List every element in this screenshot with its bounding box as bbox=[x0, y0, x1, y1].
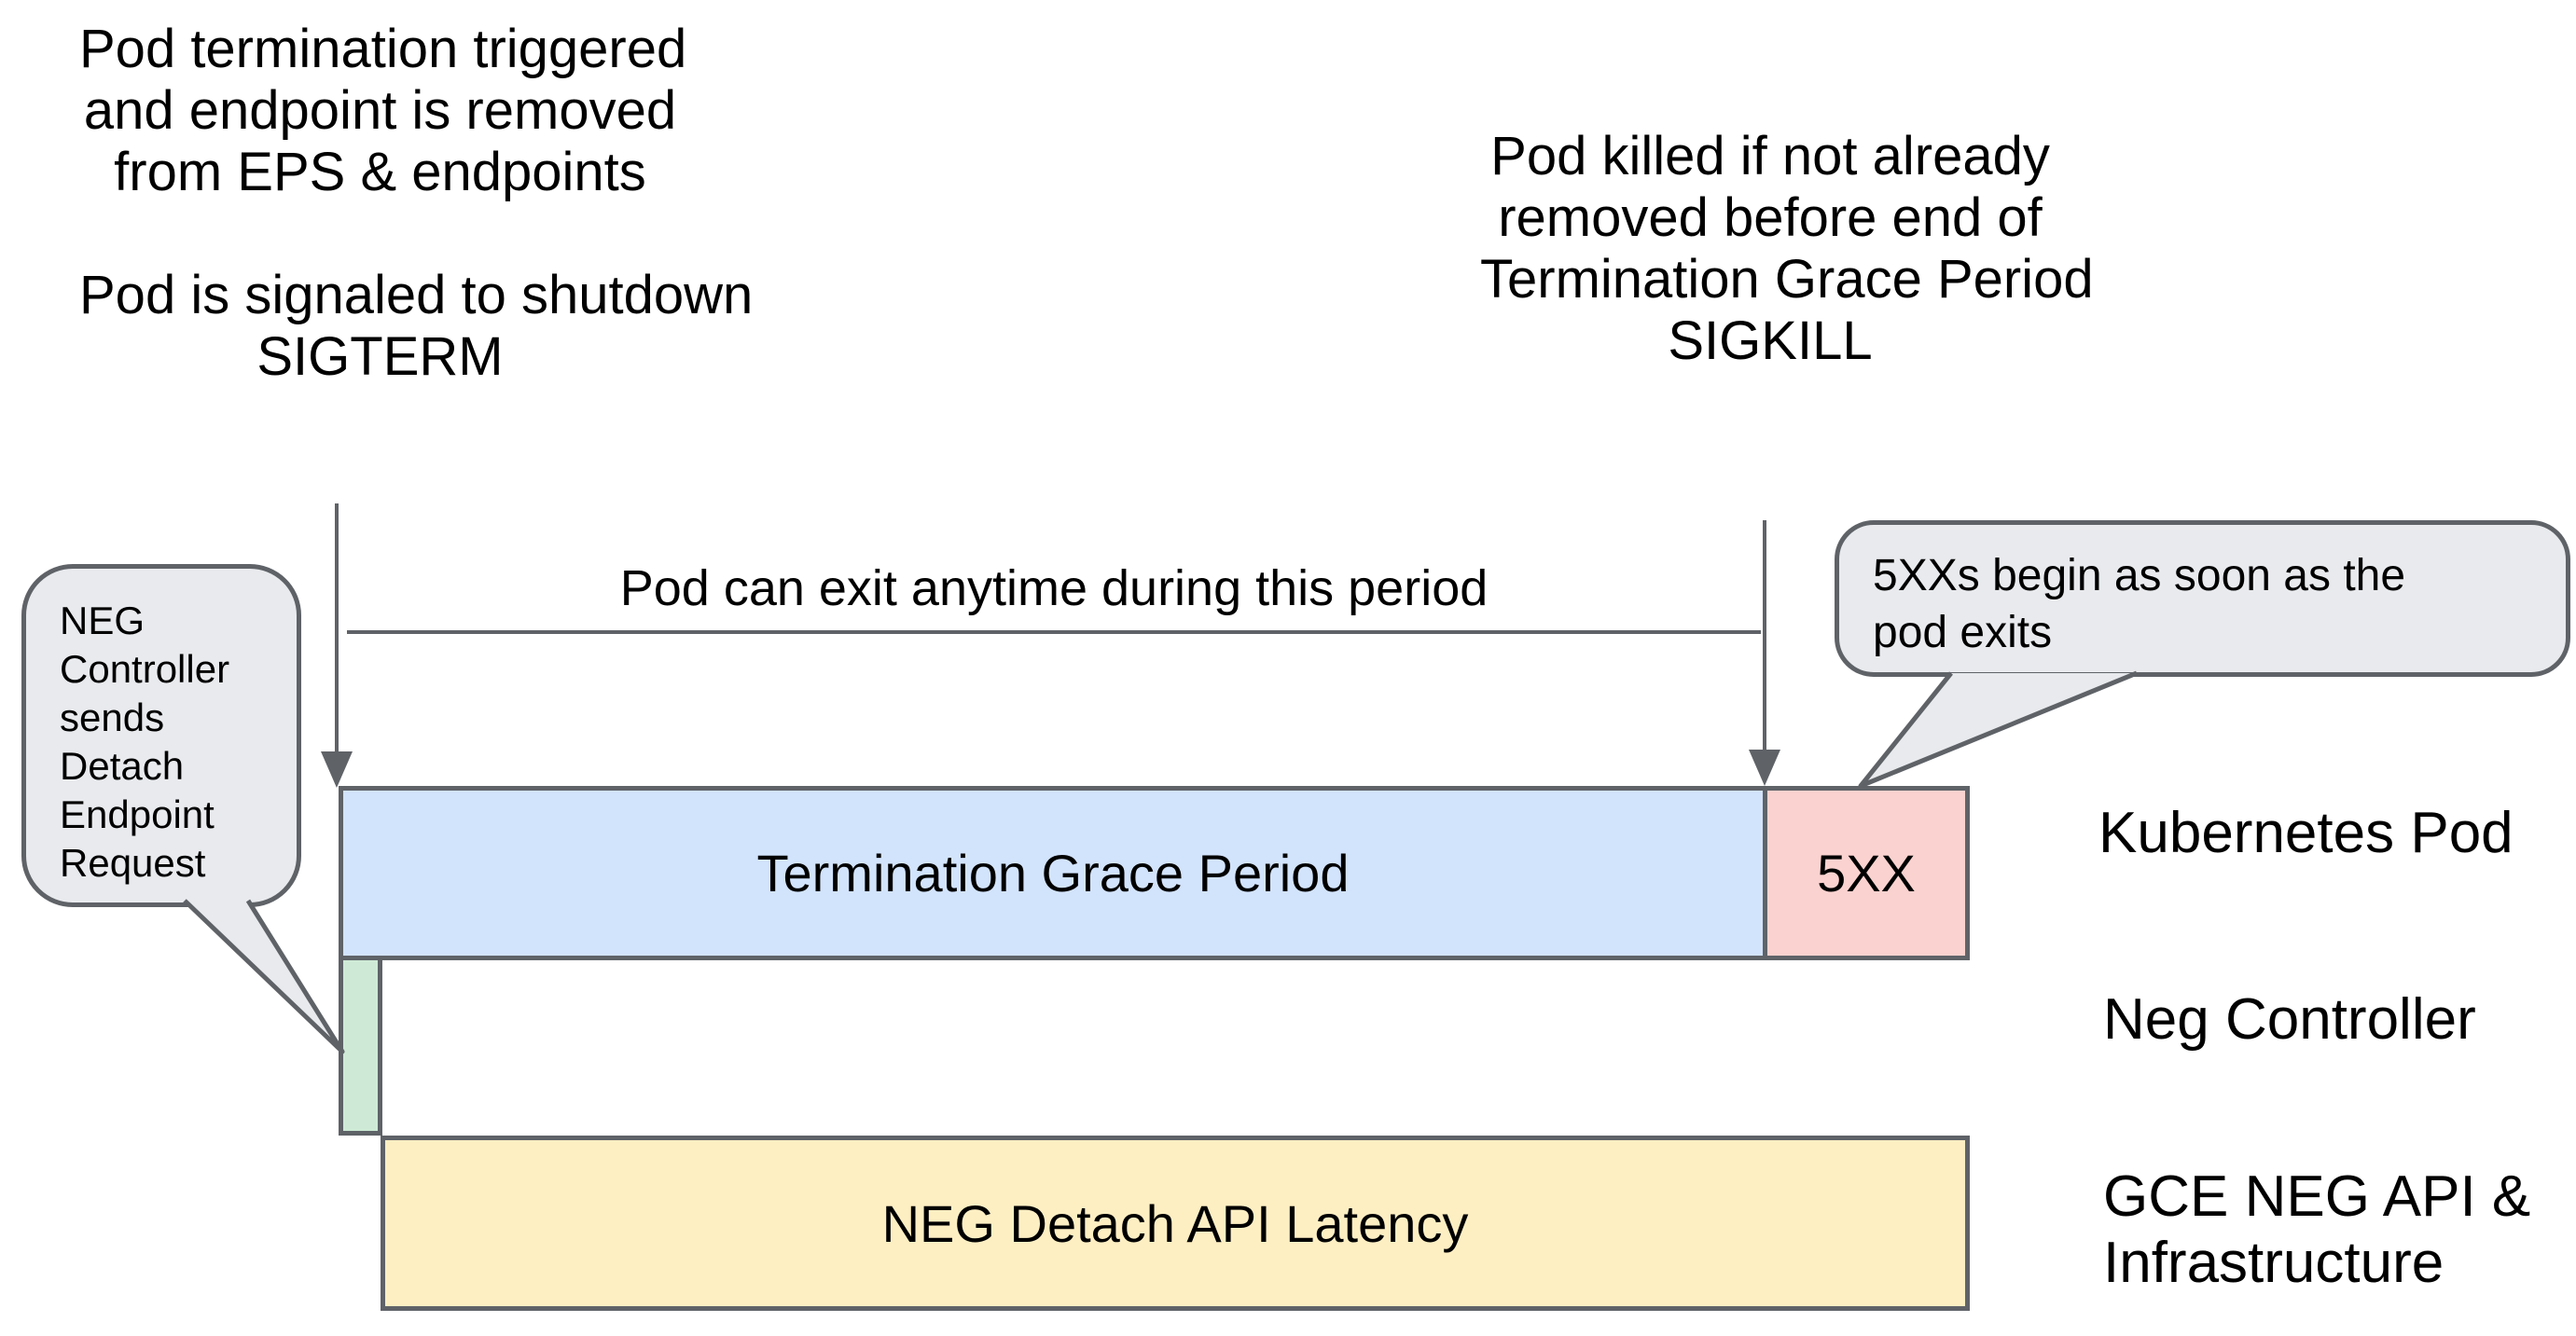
gce-neg-api-row-label: GCE NEG API & Infrastructure bbox=[2103, 1164, 2530, 1296]
note-line: from EPS & endpoints bbox=[114, 142, 646, 202]
row-label-line: Infrastructure bbox=[2103, 1231, 2444, 1295]
note-line: Termination Grace Period bbox=[1480, 249, 2094, 310]
callout-line: NEG bbox=[60, 599, 145, 642]
callout-line: pod exits bbox=[1873, 608, 2053, 657]
note-line: SIGTERM bbox=[256, 326, 504, 387]
bar-label: 5XX bbox=[1817, 844, 1916, 902]
neg-detach-api-latency-bar: NEG Detach API Latency bbox=[381, 1136, 1970, 1311]
note-line: and endpoint is removed bbox=[83, 80, 677, 141]
period-span-label: Pod can exit anytime during this period bbox=[619, 560, 1489, 616]
note-line-spacer bbox=[79, 203, 681, 265]
kubernetes-pod-row-label: Kubernetes Pod bbox=[2098, 801, 2514, 865]
callout-tail bbox=[1858, 670, 2138, 789]
neg-controller-callout-bubble: NEG Controller sends Detach Endpoint Req… bbox=[21, 564, 301, 907]
note-line: Pod is signaled to shutdown bbox=[79, 265, 754, 325]
note-line: Pod killed if not already bbox=[1490, 126, 2050, 186]
bar-label: NEG Detach API Latency bbox=[881, 1193, 1469, 1253]
note-line: Pod termination triggered bbox=[79, 19, 687, 79]
callout-tail bbox=[183, 899, 345, 1054]
row-label-line: GCE NEG API & bbox=[2103, 1164, 2531, 1229]
callout-line: Controller bbox=[60, 647, 230, 691]
neg-controller-row-label: Neg Controller bbox=[2103, 987, 2476, 1052]
neg-detach-request-bar bbox=[339, 956, 382, 1136]
callout-line: 5XXs begin as soon as the bbox=[1873, 551, 2406, 600]
5xx-errors-bar: 5XX bbox=[1763, 786, 1970, 960]
bar-label: Termination Grace Period bbox=[756, 844, 1350, 902]
sigterm-down-arrow-icon bbox=[321, 503, 353, 788]
5xx-callout-bubble: 5XXs begin as soon as the pod exits bbox=[1835, 520, 2570, 677]
note-line: removed before end of bbox=[1498, 187, 2043, 248]
callout-line: sends bbox=[60, 696, 165, 739]
callout-line: Request bbox=[60, 841, 206, 885]
termination-grace-period-bar: Termination Grace Period bbox=[339, 786, 1767, 960]
callout-line: Endpoint bbox=[60, 792, 215, 836]
pod-termination-note: Pod termination triggered and endpoint i… bbox=[79, 19, 754, 388]
callout-line: Detach bbox=[60, 744, 185, 788]
note-line: SIGKILL bbox=[1668, 310, 1873, 371]
pod-killed-note: Pod killed if not already removed before… bbox=[1480, 126, 2094, 372]
